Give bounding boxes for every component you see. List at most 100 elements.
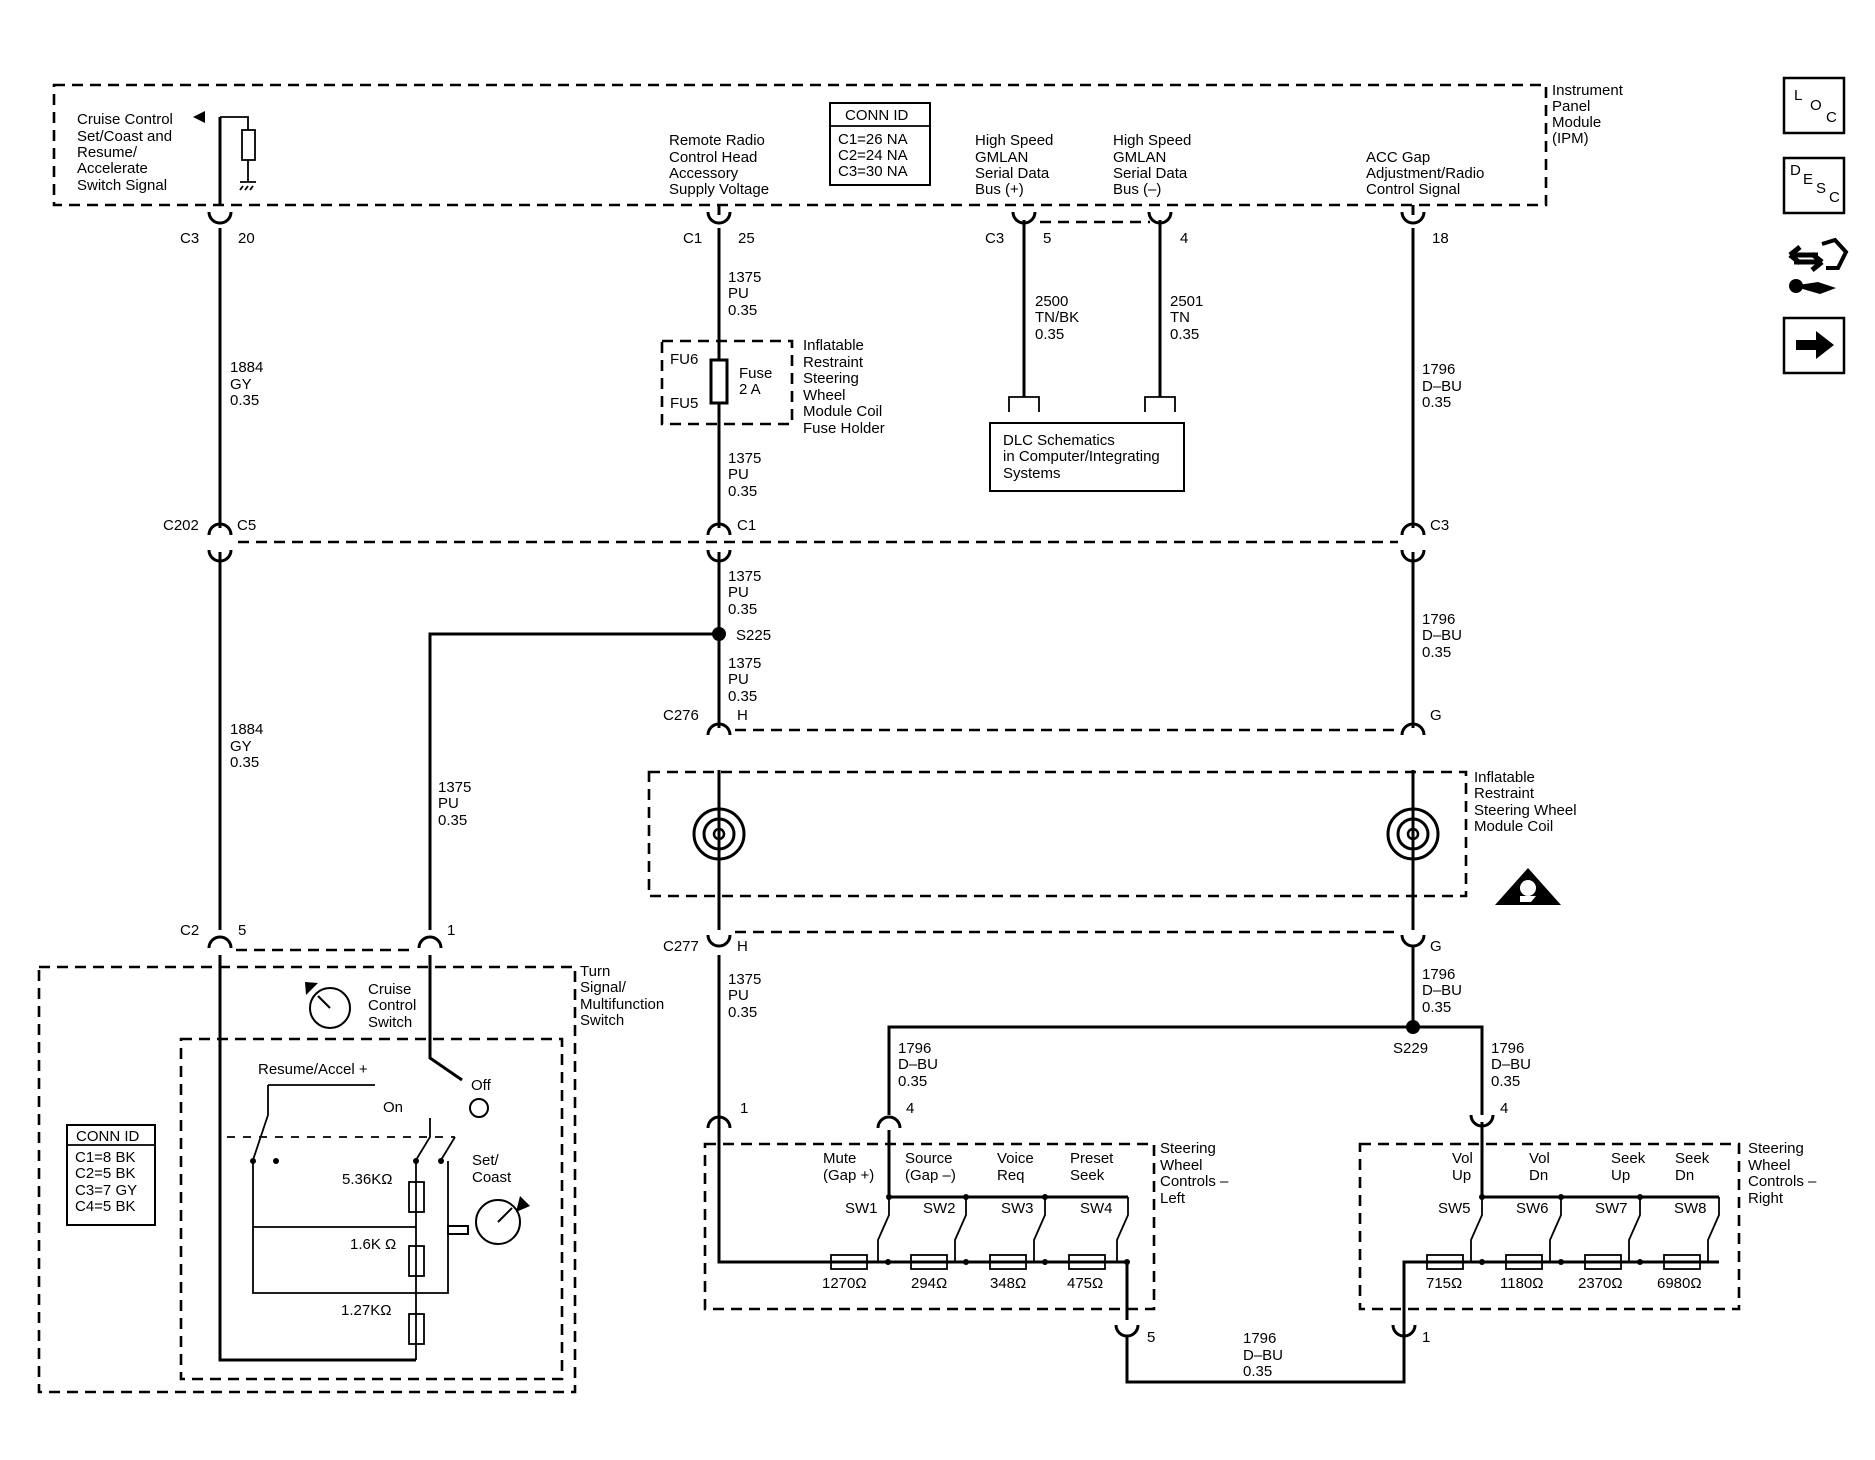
svg-text:Seek: Seek xyxy=(1070,1167,1105,1184)
swc-left-resistors: 1270Ω 294Ω 348Ω 475Ω xyxy=(822,1254,1106,1292)
contact-point xyxy=(438,1158,444,1164)
dlc-schematics-box: DLC Schematics in Computer/Integrating S… xyxy=(989,422,1185,492)
desc-button[interactable]: D E S C xyxy=(1782,156,1846,215)
connector-c3-20: C3 20 xyxy=(180,211,255,247)
svg-text:GY: GY xyxy=(230,738,252,755)
connector-c3-inline: C3 xyxy=(1400,517,1449,563)
svg-text:C5: C5 xyxy=(237,517,256,534)
svg-text:Serial Data: Serial Data xyxy=(1113,165,1188,182)
connector-c1-inline: C1 xyxy=(706,517,756,563)
svg-text:Remote Radio: Remote Radio xyxy=(669,132,765,149)
cruise-switch-wiring xyxy=(428,955,463,1082)
connector-c276-h: C276 H xyxy=(663,707,748,736)
loc-letter-l: L xyxy=(1794,87,1802,104)
svg-text:Inflatable: Inflatable xyxy=(1474,769,1535,786)
wire-label-1796: 1796 D–BU 0.35 xyxy=(898,1040,938,1090)
svg-text:C276: C276 xyxy=(663,707,699,724)
svg-text:C2: C2 xyxy=(180,922,199,939)
svg-text:Restraint: Restraint xyxy=(803,354,864,371)
swc-right-button-labels: Vol Up Vol Dn Seek Up Seek Dn xyxy=(1452,1150,1710,1184)
svg-text:Supply Voltage: Supply Voltage xyxy=(669,181,769,198)
wire-label-1796: 1796 D–BU 0.35 xyxy=(1491,1040,1531,1090)
swc-right-bus-bottom xyxy=(1402,1260,1719,1340)
svg-text:0.35: 0.35 xyxy=(1422,999,1451,1016)
next-page-button[interactable] xyxy=(1782,316,1846,375)
resume-accel-contact: Resume/Accel + xyxy=(252,1061,375,1161)
conn-id-row: C3=30 NA xyxy=(838,163,908,180)
svg-text:SW7: SW7 xyxy=(1595,1200,1628,1217)
turn-switch-conn-id: CONN ID C1=8 BK C2=5 BK C3=7 GY C4=5 BK xyxy=(66,1124,156,1226)
svg-text:Resume/: Resume/ xyxy=(77,144,138,161)
svg-text:Cruise Control: Cruise Control xyxy=(77,111,173,128)
connector-tools-icon[interactable] xyxy=(1788,237,1849,294)
swc-left-switches: SW1 SW2 SW3 SW4 xyxy=(845,1194,1130,1265)
svg-text:1884: 1884 xyxy=(230,359,263,376)
cruise-control-switch-label: Cruise Control Switch xyxy=(368,981,416,1031)
svg-text:4: 4 xyxy=(1500,1100,1508,1117)
svg-text:Req: Req xyxy=(997,1167,1025,1184)
svg-text:C1: C1 xyxy=(683,230,702,247)
svg-text:348Ω: 348Ω xyxy=(990,1275,1026,1292)
svg-text:Steering: Steering xyxy=(1160,1140,1216,1157)
loc-button[interactable]: L O C xyxy=(1782,76,1846,135)
svg-text:H: H xyxy=(737,707,748,724)
svg-text:PU: PU xyxy=(728,584,749,601)
set-contact xyxy=(440,1136,456,1161)
svg-text:Controls –: Controls – xyxy=(1160,1173,1229,1190)
svg-text:Switch: Switch xyxy=(580,1012,624,1029)
svg-text:Steering Wheel: Steering Wheel xyxy=(1474,802,1577,819)
svg-text:D–BU: D–BU xyxy=(1422,378,1462,395)
svg-text:C277: C277 xyxy=(663,938,699,955)
svg-text:1375: 1375 xyxy=(728,971,761,988)
on-contact xyxy=(415,1118,431,1161)
svg-text:High Speed: High Speed xyxy=(1113,132,1191,149)
svg-text:Vol: Vol xyxy=(1529,1150,1550,1167)
loc-letter-c: C xyxy=(1826,109,1837,126)
svg-text:Wheel: Wheel xyxy=(1160,1157,1203,1174)
ipm-module: Instrument Panel Module (IPM) xyxy=(52,82,1624,207)
resistor-ladder-wiring xyxy=(252,1161,449,1360)
swc-right-switches: SW5 SW6 SW7 SW8 xyxy=(1438,1194,1720,1265)
svg-text:Serial Data: Serial Data xyxy=(975,165,1050,182)
conn-id-title: CONN ID xyxy=(845,107,909,124)
svg-text:0.35: 0.35 xyxy=(230,754,259,771)
svg-text:1375: 1375 xyxy=(728,450,761,467)
wire-1375 xyxy=(717,205,1127,1264)
svg-text:C1: C1 xyxy=(737,517,756,534)
connector-right-4: 4 xyxy=(1469,1100,1508,1128)
svg-text:2370Ω: 2370Ω xyxy=(1578,1275,1623,1292)
svg-text:GMLAN: GMLAN xyxy=(1113,149,1166,166)
svg-text:1796: 1796 xyxy=(1243,1330,1276,1347)
svg-text:0.35: 0.35 xyxy=(1170,326,1199,343)
wire-1796-link xyxy=(1125,1336,1406,1384)
ipm-name-line-3: Module xyxy=(1552,114,1601,131)
loc-letter-o: O xyxy=(1810,97,1822,114)
svg-text:H: H xyxy=(737,938,748,955)
wire-label-1796: 1796 D–BU 0.35 xyxy=(1243,1330,1283,1380)
svg-text:1375: 1375 xyxy=(728,655,761,672)
svg-text:1796: 1796 xyxy=(1422,611,1455,628)
svg-text:1796: 1796 xyxy=(1422,361,1455,378)
svg-text:2 A: 2 A xyxy=(739,381,761,398)
gmlan-plus-label: High Speed GMLAN Serial Data Bus (+) xyxy=(975,132,1053,198)
svg-text:1375: 1375 xyxy=(728,568,761,585)
svg-text:C1=8 BK: C1=8 BK xyxy=(75,1149,135,1166)
svg-text:C2=5 BK: C2=5 BK xyxy=(75,1165,135,1182)
svg-text:Up: Up xyxy=(1611,1167,1630,1184)
svg-text:Coast: Coast xyxy=(472,1169,512,1186)
connector-c3-4: 4 xyxy=(1147,211,1188,247)
svg-text:18: 18 xyxy=(1432,230,1449,247)
svg-text:Multifunction: Multifunction xyxy=(580,996,664,1013)
svg-text:D–BU: D–BU xyxy=(1491,1056,1531,1073)
svg-text:PU: PU xyxy=(728,671,749,688)
svg-text:0.35: 0.35 xyxy=(1035,326,1064,343)
connector-c2-1: 1 xyxy=(417,922,455,949)
svg-text:DLC Schematics: DLC Schematics xyxy=(1003,432,1115,449)
resistor-5-36k: 5.36KΩ xyxy=(342,1171,425,1213)
resistor-1-27k: 1.27KΩ xyxy=(341,1302,425,1345)
svg-text:1.27KΩ: 1.27KΩ xyxy=(341,1302,391,1319)
wire-1796-right-branch xyxy=(1413,1025,1484,1115)
svg-text:Turn: Turn xyxy=(580,963,610,980)
svg-text:4: 4 xyxy=(1180,230,1188,247)
svg-text:1375: 1375 xyxy=(438,779,471,796)
